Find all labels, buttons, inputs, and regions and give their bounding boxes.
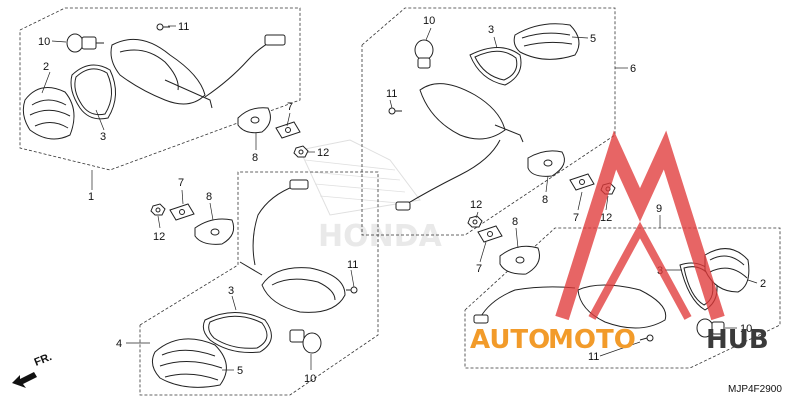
callout-5: 5 xyxy=(237,365,243,377)
callout-10: 10 xyxy=(423,15,435,27)
front-direction-arrow: FR. xyxy=(12,351,54,388)
bulb-10-top-left xyxy=(66,33,104,53)
callout-5: 5 xyxy=(590,33,596,45)
callout-3: 3 xyxy=(100,131,106,143)
grommet-8-bottom-right xyxy=(499,245,540,275)
callout-12: 12 xyxy=(470,199,482,211)
callout-2: 2 xyxy=(760,278,766,290)
lens-2-bottom-right xyxy=(704,248,750,293)
callout-10: 10 xyxy=(304,373,316,385)
washer-7-top-right xyxy=(569,173,595,191)
diagram-code: MJP4F2900 xyxy=(728,384,782,395)
watermark-hub: HUB xyxy=(706,325,769,355)
callout-12: 12 xyxy=(600,212,612,224)
callouts-bottom-left: 7 8 12 11 3 4 5 10 xyxy=(116,177,358,385)
watermark-moto: MOTO xyxy=(548,325,636,355)
housing-bottom-left xyxy=(239,179,346,313)
front-label: FR. xyxy=(33,351,54,369)
gasket-3-top-right xyxy=(469,47,522,86)
callout-11: 11 xyxy=(178,21,189,33)
grommet-8-top-left xyxy=(237,107,271,134)
callout-10: 10 xyxy=(38,36,50,48)
lens-5-top-right xyxy=(513,23,580,60)
callout-12: 12 xyxy=(153,231,165,243)
grommet-8-bottom-left xyxy=(194,218,235,245)
washer-7-bottom-left xyxy=(169,203,195,221)
callout-9: 9 xyxy=(656,203,662,215)
callout-11: 11 xyxy=(588,351,599,363)
callout-4: 4 xyxy=(116,338,122,350)
callout-7: 7 xyxy=(476,263,482,275)
callout-7: 7 xyxy=(287,101,293,113)
screw-11-bottom-right xyxy=(639,334,654,342)
callout-8: 8 xyxy=(512,216,518,228)
gasket-3-bottom-left xyxy=(202,312,272,353)
callout-3: 3 xyxy=(228,285,234,297)
honda-wing-logo: HONDA xyxy=(299,139,443,254)
callout-10: 10 xyxy=(740,323,752,335)
washer-7-top-left xyxy=(275,121,301,139)
screw-11-bottom-left xyxy=(346,286,358,294)
group-6-frame xyxy=(361,7,616,236)
group-4-frame xyxy=(139,171,379,396)
bulb-10-bottom-right xyxy=(696,318,725,338)
nut-12-bottom-right xyxy=(467,215,483,228)
washer-7-bottom-right xyxy=(477,225,503,243)
callout-1: 1 xyxy=(88,191,94,203)
watermark-auto: AUTO xyxy=(470,325,550,355)
housing-top-right xyxy=(395,83,524,211)
honda-logo-text: HONDA xyxy=(318,219,443,254)
callouts-top-left: 10 11 2 3 1 7 8 12 xyxy=(38,21,329,203)
grommet-8-top-right xyxy=(527,150,565,177)
callouts-top-right: 10 3 5 6 11 8 7 12 xyxy=(386,15,636,224)
leader-lines xyxy=(41,25,758,371)
nut-12-bottom-left xyxy=(150,203,166,216)
callout-11: 11 xyxy=(386,88,397,100)
group-9-frame xyxy=(464,227,781,369)
watermark-text: AUTO MOTO HUB xyxy=(470,325,769,355)
screw-11-top-right xyxy=(388,107,402,115)
bulb-10-bottom-left xyxy=(289,329,322,354)
callout-2: 2 xyxy=(43,61,49,73)
group-1-frame xyxy=(19,7,301,171)
gasket-3-top-left xyxy=(70,64,116,120)
callout-3: 3 xyxy=(488,24,494,36)
nut-12-top-left xyxy=(293,145,309,158)
callout-6: 6 xyxy=(630,63,636,75)
callout-7: 7 xyxy=(573,212,579,224)
callout-12: 12 xyxy=(317,147,329,159)
housing-top-left xyxy=(110,34,286,109)
callout-8: 8 xyxy=(542,194,548,206)
screw-11-top-left xyxy=(156,23,170,31)
bulb-10-top-right xyxy=(414,39,434,69)
callout-8: 8 xyxy=(206,191,212,203)
callout-8: 8 xyxy=(252,152,258,164)
lens-5-bottom-left xyxy=(151,338,227,388)
lens-2-top-left xyxy=(22,87,75,140)
callout-7: 7 xyxy=(178,177,184,189)
watermark-logo xyxy=(555,130,725,321)
callout-11: 11 xyxy=(347,259,358,271)
